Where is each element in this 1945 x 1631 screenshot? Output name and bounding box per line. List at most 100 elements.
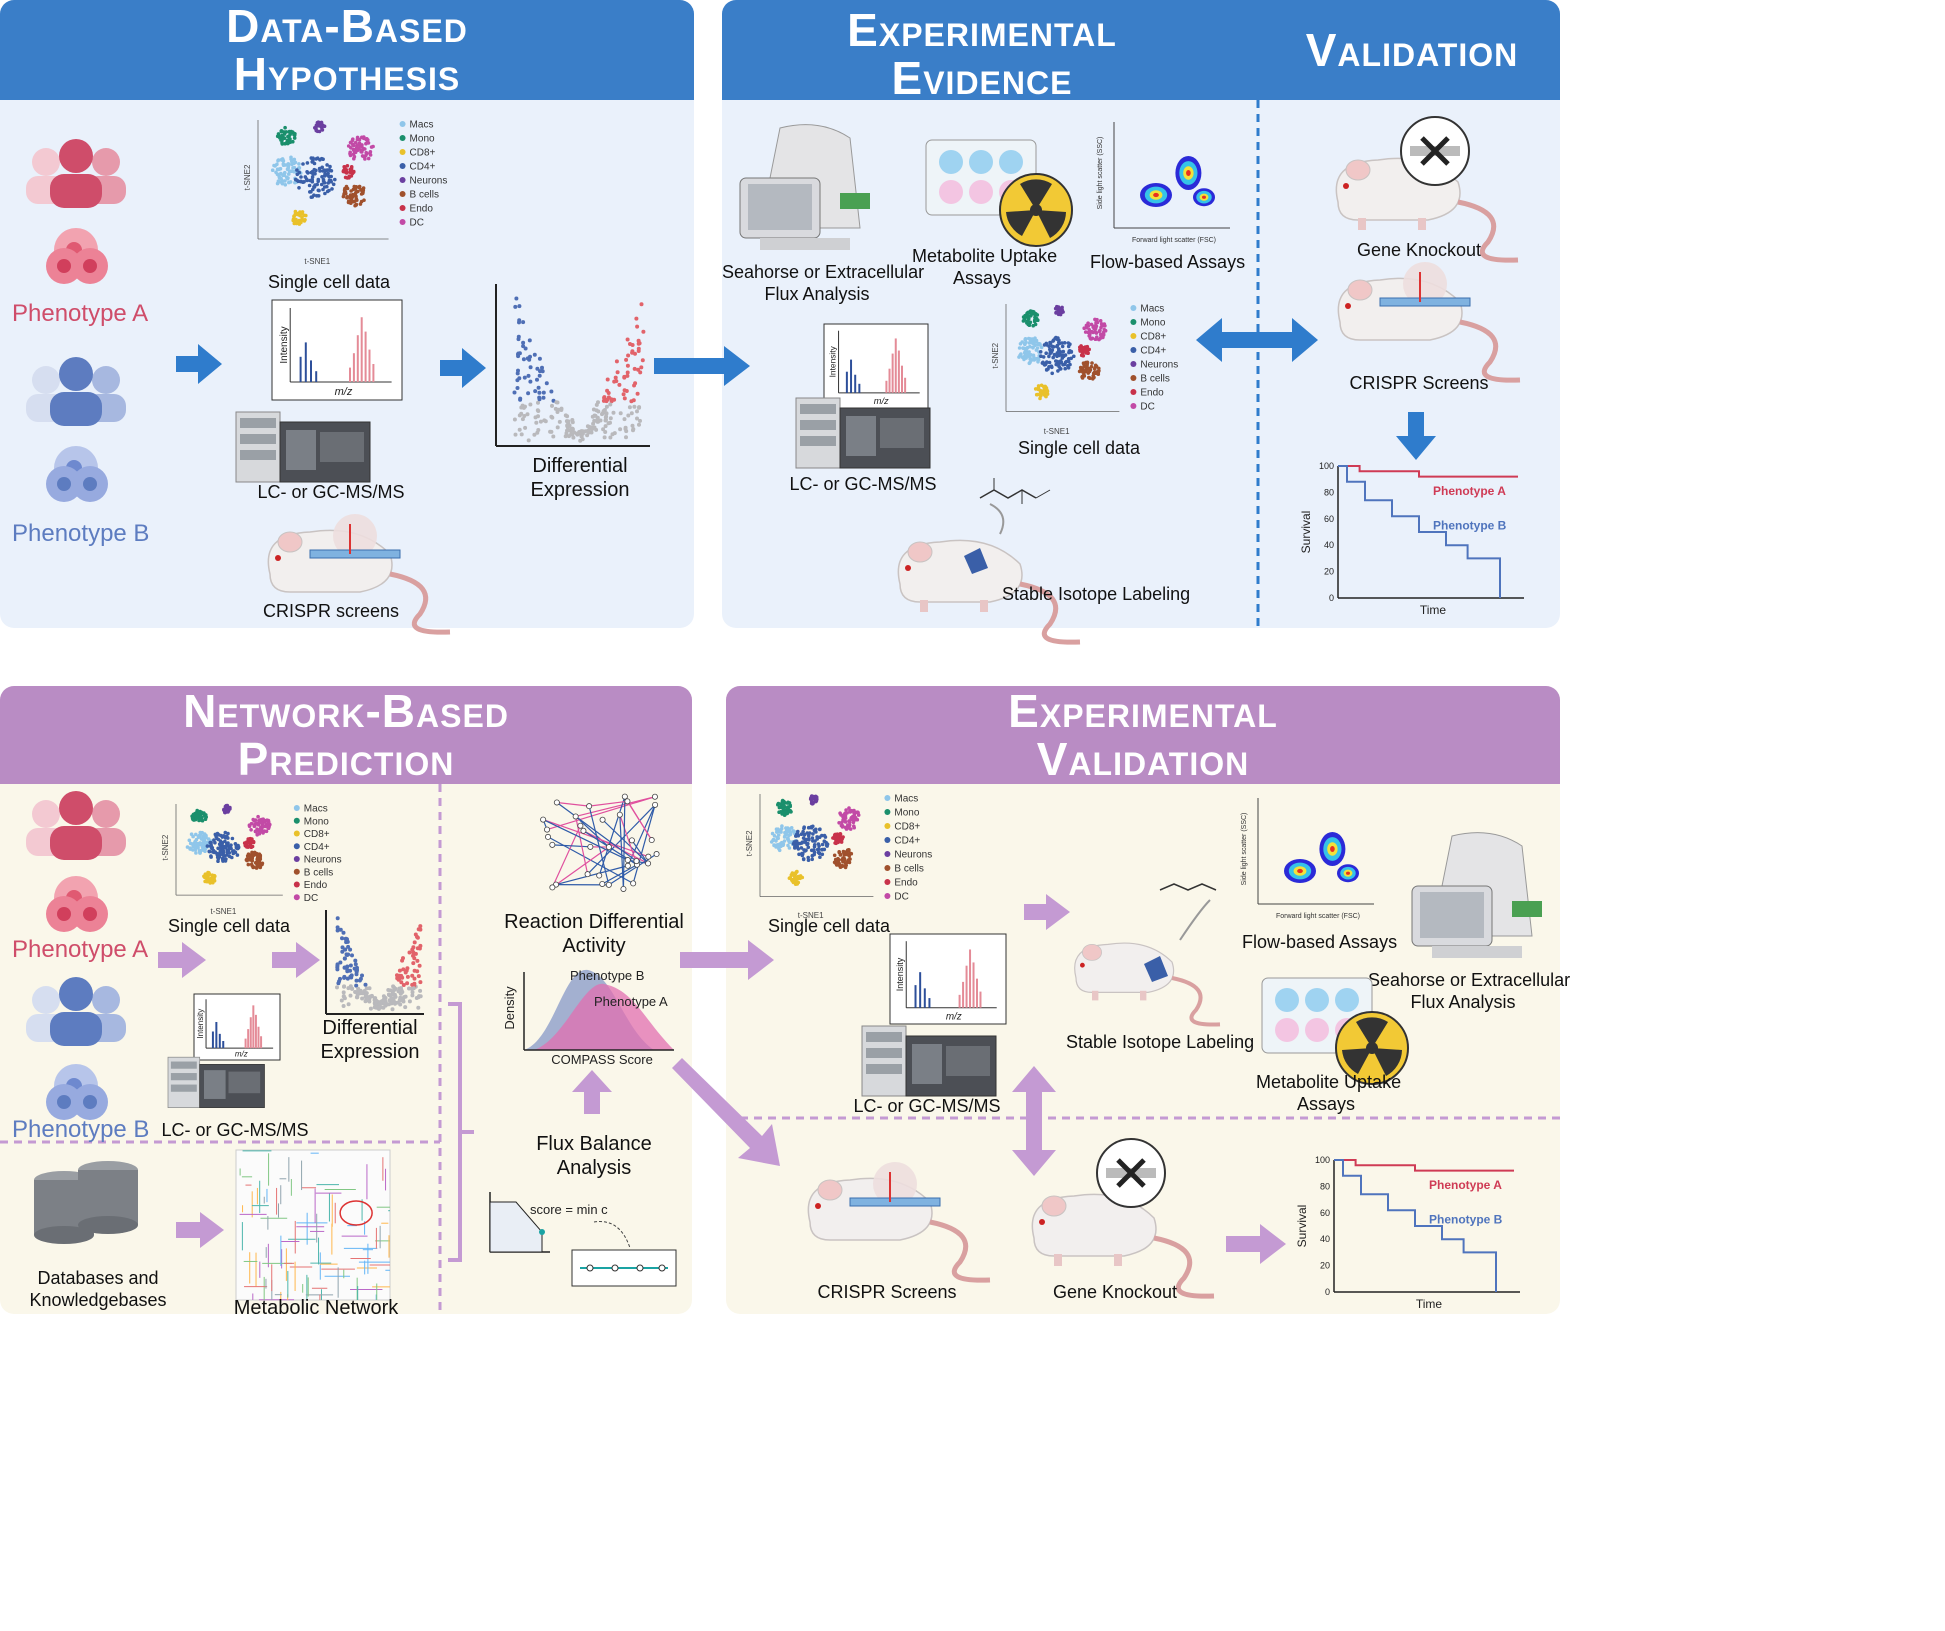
arrow-up-icon bbox=[572, 1070, 612, 1114]
header-line-2: Validation bbox=[1036, 733, 1250, 785]
cell-point bbox=[811, 801, 815, 806]
cell-point bbox=[833, 841, 837, 845]
network-edge bbox=[556, 801, 590, 807]
cell-point bbox=[355, 143, 359, 147]
cell-point bbox=[1069, 356, 1073, 361]
cell-point bbox=[786, 800, 790, 805]
gene-point bbox=[387, 992, 391, 997]
cell-point bbox=[255, 821, 259, 826]
cell-point bbox=[343, 186, 347, 191]
cell-point bbox=[345, 195, 350, 199]
cell-point bbox=[838, 811, 842, 815]
cell-point bbox=[1080, 375, 1084, 379]
x-axis-label: t-SNE1 bbox=[1044, 427, 1070, 436]
gene-point bbox=[346, 1002, 351, 1007]
cell-point bbox=[1047, 344, 1051, 349]
gene-point bbox=[399, 973, 404, 978]
gene-point bbox=[392, 987, 397, 992]
legend-label: DC bbox=[1140, 402, 1154, 413]
legend-marker bbox=[884, 865, 891, 871]
cell-point bbox=[299, 175, 303, 179]
network-node bbox=[540, 816, 547, 823]
gene-point bbox=[608, 435, 613, 440]
gene-point bbox=[418, 980, 423, 985]
cell-point bbox=[204, 835, 208, 839]
network-edge bbox=[542, 819, 629, 861]
arrow-right-icon bbox=[680, 940, 774, 980]
cell-point bbox=[1063, 353, 1068, 357]
bracket-icon bbox=[448, 1002, 474, 1262]
cell-point bbox=[309, 195, 314, 199]
gene-point bbox=[592, 413, 597, 418]
network-node bbox=[624, 857, 631, 864]
seahorse-label: Seahorse or Extracellular Flux Analysis bbox=[722, 262, 924, 305]
cell-point bbox=[366, 156, 371, 161]
gene-point bbox=[513, 432, 518, 437]
gene-point bbox=[374, 999, 379, 1004]
cell-point bbox=[341, 194, 346, 199]
legend-label: CD8+ bbox=[894, 822, 920, 833]
gene-point bbox=[335, 925, 340, 930]
population-core bbox=[1330, 845, 1335, 853]
cell-point bbox=[1036, 384, 1041, 388]
metabolite-label: Metabolite Uptake Assays bbox=[1256, 1072, 1401, 1115]
gene-point bbox=[338, 960, 343, 965]
gene-point bbox=[613, 375, 618, 380]
cell-point bbox=[800, 840, 805, 844]
cell-point bbox=[1038, 396, 1042, 401]
cell-point bbox=[1079, 353, 1084, 357]
metabolic-network-label: Metabolic Network bbox=[233, 1297, 399, 1319]
gene-point bbox=[608, 416, 613, 421]
cell-point bbox=[844, 808, 848, 812]
network-edge bbox=[622, 796, 626, 889]
gene-point bbox=[516, 368, 520, 373]
cell-point bbox=[223, 859, 228, 863]
cell-point bbox=[1064, 359, 1069, 364]
legend-marker bbox=[884, 795, 891, 801]
header-validation: Validation bbox=[1305, 24, 1519, 76]
cell-point bbox=[299, 220, 303, 225]
cell-point bbox=[822, 847, 827, 852]
cell-point bbox=[275, 172, 280, 176]
cell-point bbox=[225, 803, 230, 808]
gene-point bbox=[342, 965, 347, 970]
gene-point bbox=[640, 358, 645, 363]
gene-point bbox=[535, 366, 540, 371]
gene-point bbox=[544, 381, 549, 386]
intensity-label: Intensity bbox=[828, 345, 838, 377]
databases-label: Databases and Knowledgebases bbox=[18, 1268, 178, 1311]
gene-point bbox=[344, 936, 349, 941]
cell-point bbox=[1055, 354, 1059, 358]
gene-point bbox=[527, 338, 532, 343]
y-tick-label: 60 bbox=[1320, 1208, 1330, 1218]
gene-point bbox=[335, 985, 339, 990]
gene-point bbox=[570, 418, 575, 422]
cell-point bbox=[287, 134, 291, 138]
gene-point bbox=[403, 970, 408, 975]
gene-point bbox=[360, 996, 365, 1001]
cell-point bbox=[207, 872, 212, 876]
panel-header: Experimental Evidence Validation bbox=[722, 0, 1560, 103]
gene-point bbox=[602, 395, 607, 400]
gene-point bbox=[418, 927, 423, 932]
cell-point bbox=[202, 811, 206, 816]
people-icon-a bbox=[26, 791, 126, 860]
gene-point bbox=[363, 995, 368, 999]
cell-point bbox=[210, 873, 215, 877]
cell-point bbox=[321, 157, 325, 161]
cell-point bbox=[264, 829, 269, 834]
cell-point bbox=[1090, 361, 1094, 365]
gene-point bbox=[526, 391, 531, 396]
cell-point bbox=[305, 161, 310, 165]
cell-point bbox=[1057, 361, 1061, 366]
fba-line-1: Flux Balance bbox=[536, 1133, 652, 1155]
cell-point bbox=[316, 120, 321, 124]
cell-point bbox=[283, 179, 287, 183]
gene-point bbox=[363, 982, 368, 987]
gene-point bbox=[559, 406, 564, 411]
gene-point bbox=[415, 958, 420, 963]
population-core bbox=[1202, 195, 1206, 199]
gene-point bbox=[625, 363, 630, 368]
gene-point bbox=[354, 983, 359, 988]
